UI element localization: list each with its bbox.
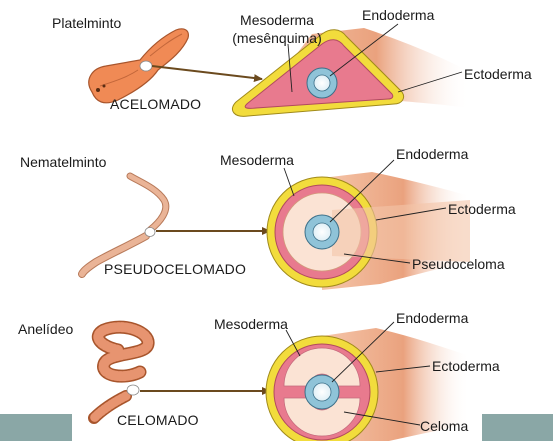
body-type-label: PSEUDOCELOMADO xyxy=(104,261,247,277)
body-type-label: ACELOMADO xyxy=(110,96,202,112)
bottom-bar-right xyxy=(482,414,553,441)
organism-label: Anelídeo xyxy=(18,321,74,337)
panel-pseudocelomado xyxy=(78,159,470,290)
endoderm-label: Endoderma xyxy=(396,310,469,326)
organism-label: Platelminto xyxy=(52,15,122,31)
flatworm-illustration xyxy=(88,28,189,104)
pointer-arrow xyxy=(151,65,263,83)
leader-line xyxy=(343,253,411,264)
coelomate-cross-section xyxy=(265,328,470,446)
mesoderm-label: Mesoderma xyxy=(220,152,294,168)
leader-line xyxy=(329,23,399,77)
ectoderm-label: Ectoderma xyxy=(448,201,516,217)
leader-line xyxy=(329,159,395,223)
organism-label: Nematelminto xyxy=(20,154,107,170)
panel-acelomado xyxy=(88,23,470,117)
leader-line xyxy=(283,167,295,197)
mesoderm-label: Mesoderma xyxy=(240,12,314,28)
mesoderm-label: Mesoderma xyxy=(214,316,288,332)
pseudocoelomate-cross-section xyxy=(266,172,470,290)
leader-line xyxy=(375,365,431,373)
leader-line xyxy=(285,329,301,357)
bottom-bar-left xyxy=(0,414,72,441)
acoelomate-cross-section xyxy=(232,28,470,117)
mesoderm-note: (mesênquima) xyxy=(232,30,322,46)
endoderm-label: Endoderma xyxy=(396,146,469,162)
earthworm-illustration xyxy=(88,320,155,424)
pseudocoelom-label: Pseudoceloma xyxy=(412,256,505,272)
leader-line xyxy=(397,71,463,93)
leader-line xyxy=(375,207,447,221)
endoderm-label: Endoderma xyxy=(362,7,435,23)
body-type-label: CELOMADO xyxy=(117,412,199,428)
ectoderm-label: Ectoderma xyxy=(464,66,532,82)
leader-line xyxy=(343,411,421,426)
coelom-label: Celoma xyxy=(420,418,469,434)
leader-line xyxy=(331,321,395,383)
panel-celomado xyxy=(88,320,470,446)
leader-line xyxy=(287,43,293,93)
roundworm-illustration xyxy=(78,172,170,278)
ectoderm-label: Ectoderma xyxy=(432,358,500,374)
